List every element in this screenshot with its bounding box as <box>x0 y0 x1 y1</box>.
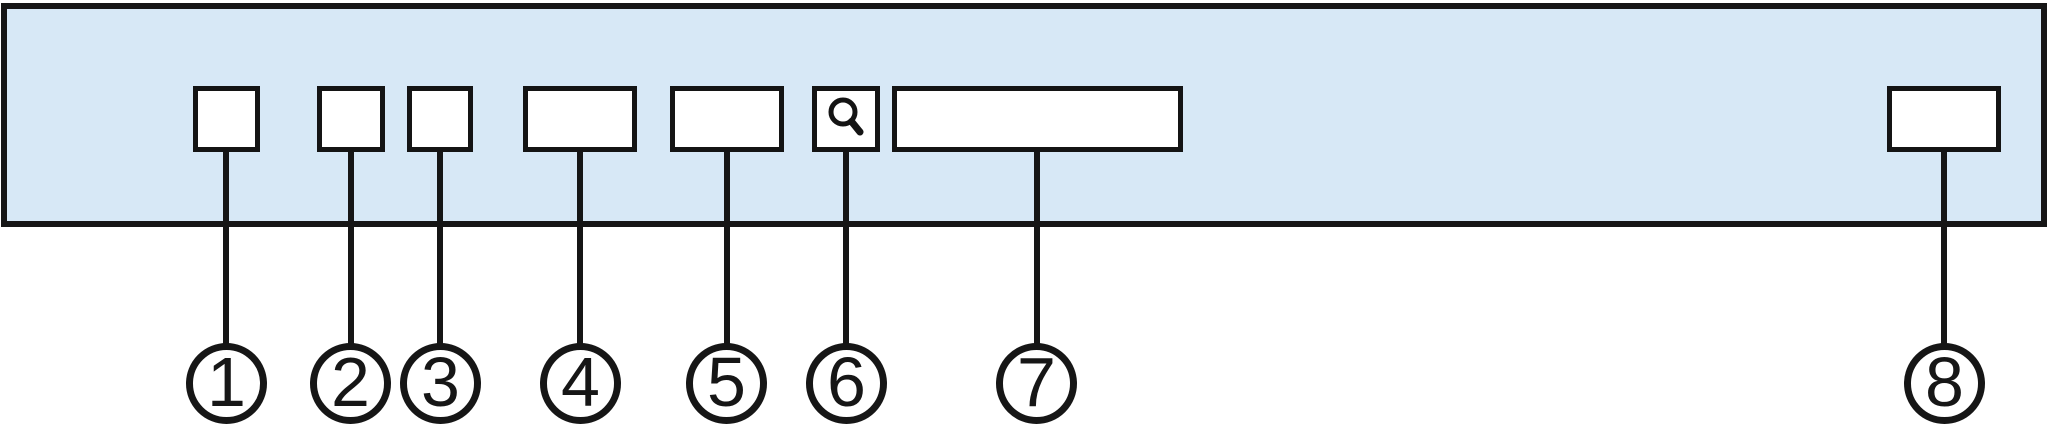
callout-line-5 <box>724 148 730 347</box>
callout-circle-1: 1 <box>186 343 267 424</box>
toolbar-slot-8 <box>1887 86 2001 152</box>
callout-line-2 <box>348 148 354 347</box>
toolbar-slot-1 <box>193 86 260 152</box>
callout-line-1 <box>223 148 229 347</box>
search-icon <box>817 91 875 147</box>
callout-circle-8: 8 <box>1904 343 1985 424</box>
toolbar-slot-7-address-field <box>892 86 1183 152</box>
toolbar-slot-5 <box>670 86 784 152</box>
toolbar-slot-6-search <box>812 86 880 152</box>
callout-line-3 <box>437 148 443 347</box>
callout-circle-3: 3 <box>400 343 481 424</box>
toolbar-slot-2 <box>317 86 385 152</box>
callout-line-6 <box>843 148 849 347</box>
callout-line-7 <box>1034 148 1040 347</box>
callout-line-4 <box>577 148 583 347</box>
callout-line-8 <box>1941 148 1947 347</box>
toolbar-slot-3 <box>407 86 473 152</box>
callout-circle-7: 7 <box>996 343 1077 424</box>
callout-circle-2: 2 <box>310 343 391 424</box>
callout-circle-6: 6 <box>806 343 887 424</box>
toolbar-slot-4 <box>523 86 637 152</box>
callout-circle-5: 5 <box>686 343 767 424</box>
callout-circle-4: 4 <box>540 343 621 424</box>
